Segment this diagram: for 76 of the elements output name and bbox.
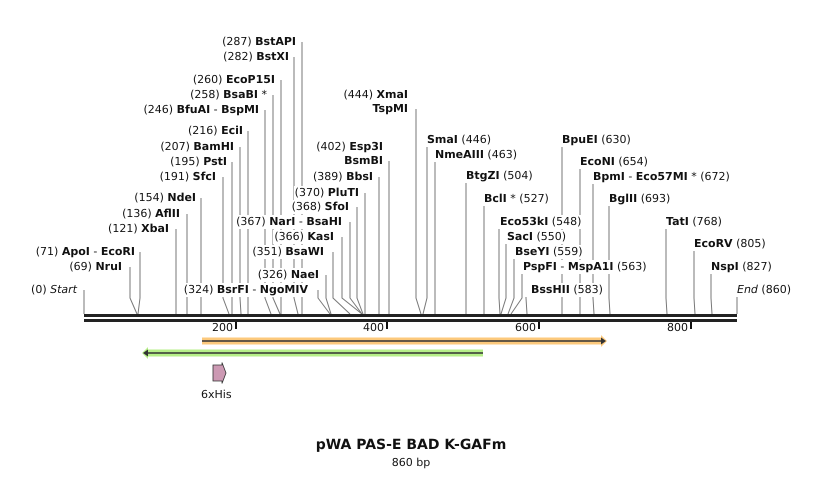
restriction-site-label: SacI (550) (506, 230, 568, 244)
leader-line (710, 274, 712, 314)
leader-line (186, 214, 188, 314)
scale-label: 800 (666, 321, 688, 334)
restriction-site-label: (216) EciI (187, 124, 244, 138)
scale-label: 400 (362, 321, 384, 334)
restriction-site-label: BtgZI (504) (465, 169, 534, 183)
restriction-site-label: (0) Start (30, 283, 78, 297)
leader-line (222, 176, 230, 314)
leader-line (350, 222, 362, 314)
leader-line (342, 236, 362, 314)
restriction-site-label: (191) SfcI (158, 170, 217, 184)
restriction-site-label: (260) EcoP15I (192, 73, 276, 87)
restriction-site-label: EcoRV (805) (693, 237, 767, 251)
leader-line (364, 192, 366, 314)
leader-line (356, 206, 364, 314)
restriction-site-label: (207) BamHI (159, 140, 235, 154)
scale-label: 200 (211, 321, 233, 334)
restriction-site-label: End (860) (736, 283, 792, 297)
restriction-site-label: BpmI - Eco57MI* (672) (592, 170, 731, 184)
restriction-site-label: BglII (693) (608, 192, 672, 206)
restriction-site-label: (444) XmaI TspMI (342, 88, 409, 116)
restriction-site-label: (389) BbsI (312, 170, 374, 184)
restriction-site-label: (287) BstAPI (221, 35, 297, 49)
sequence-length: 860 bp (390, 456, 432, 469)
restriction-site-label: (366) KasI (273, 230, 335, 244)
leader-line (508, 258, 514, 314)
leader-line (608, 206, 610, 314)
restriction-site-label: (71) ApoI - EcoRI (34, 245, 136, 259)
restriction-site-label: (258) BsaBI* (189, 88, 268, 102)
leader-line (318, 290, 330, 314)
leader-line (526, 296, 528, 314)
restriction-site-label: (368) SfoI (290, 200, 350, 214)
restriction-site-label: SmaI (446) (426, 133, 492, 147)
restriction-site-label: (351) BsaWI (251, 245, 325, 259)
restriction-site-label: BclI* (527) (483, 192, 550, 206)
restriction-site-label: (370) PluTI (294, 186, 360, 200)
leader-line (510, 274, 522, 314)
leader-line (130, 266, 138, 314)
leader-line (666, 228, 668, 314)
scale-label: 600 (514, 321, 536, 334)
leader-line (498, 228, 500, 314)
leader-line (500, 244, 506, 314)
restriction-site-label: TatI (768) (665, 215, 723, 229)
restriction-site-label: NmeAIII (463) (434, 148, 518, 162)
restriction-site-label: (69) NruI (68, 260, 123, 274)
leader-line (138, 252, 140, 314)
restriction-site-label: (154) NdeI (133, 191, 197, 205)
restriction-site-label: BseYI (559) (514, 245, 584, 259)
leader-line (422, 146, 428, 314)
leader-line (326, 274, 332, 314)
restriction-site-label: (326) NaeI (256, 268, 320, 282)
leader-line (434, 162, 436, 314)
leader-line (200, 198, 202, 314)
restriction-site-label: NspI (827) (710, 260, 773, 274)
map-title: pWA PAS-E BAD K-GAFm (314, 437, 508, 453)
restriction-site-label: Eco53kI (548) (499, 215, 582, 229)
restriction-site-label: BssHII (583) (530, 283, 604, 297)
leader-line (378, 176, 380, 314)
restriction-site-label: (246) BfuAI - BspMI (142, 103, 260, 117)
restriction-site-label: BpuEI (630) (561, 133, 632, 147)
restriction-site-label: (324) BsrFI - NgoMIV (182, 283, 309, 297)
restriction-site-label: (367) NarI - BsaHI (235, 215, 343, 229)
leader-line (416, 108, 422, 314)
restriction-site-label: EcoNI (654) (579, 155, 649, 169)
leader-line (694, 250, 696, 314)
restriction-site-label: (136) AflII (121, 207, 181, 221)
leader-line (332, 252, 350, 314)
restriction-site-label: (282) BstXI (222, 50, 290, 64)
restriction-site-label: (121) XbaI (107, 222, 170, 236)
restriction-site-label: (195) PstI (169, 155, 228, 169)
restriction-site-label: PspFI - MspA1I (563) (522, 260, 648, 274)
leader-line (736, 296, 738, 314)
leader-line (388, 160, 390, 314)
sequence-backbone (84, 314, 737, 322)
feature-label: 6xHis (201, 388, 232, 401)
